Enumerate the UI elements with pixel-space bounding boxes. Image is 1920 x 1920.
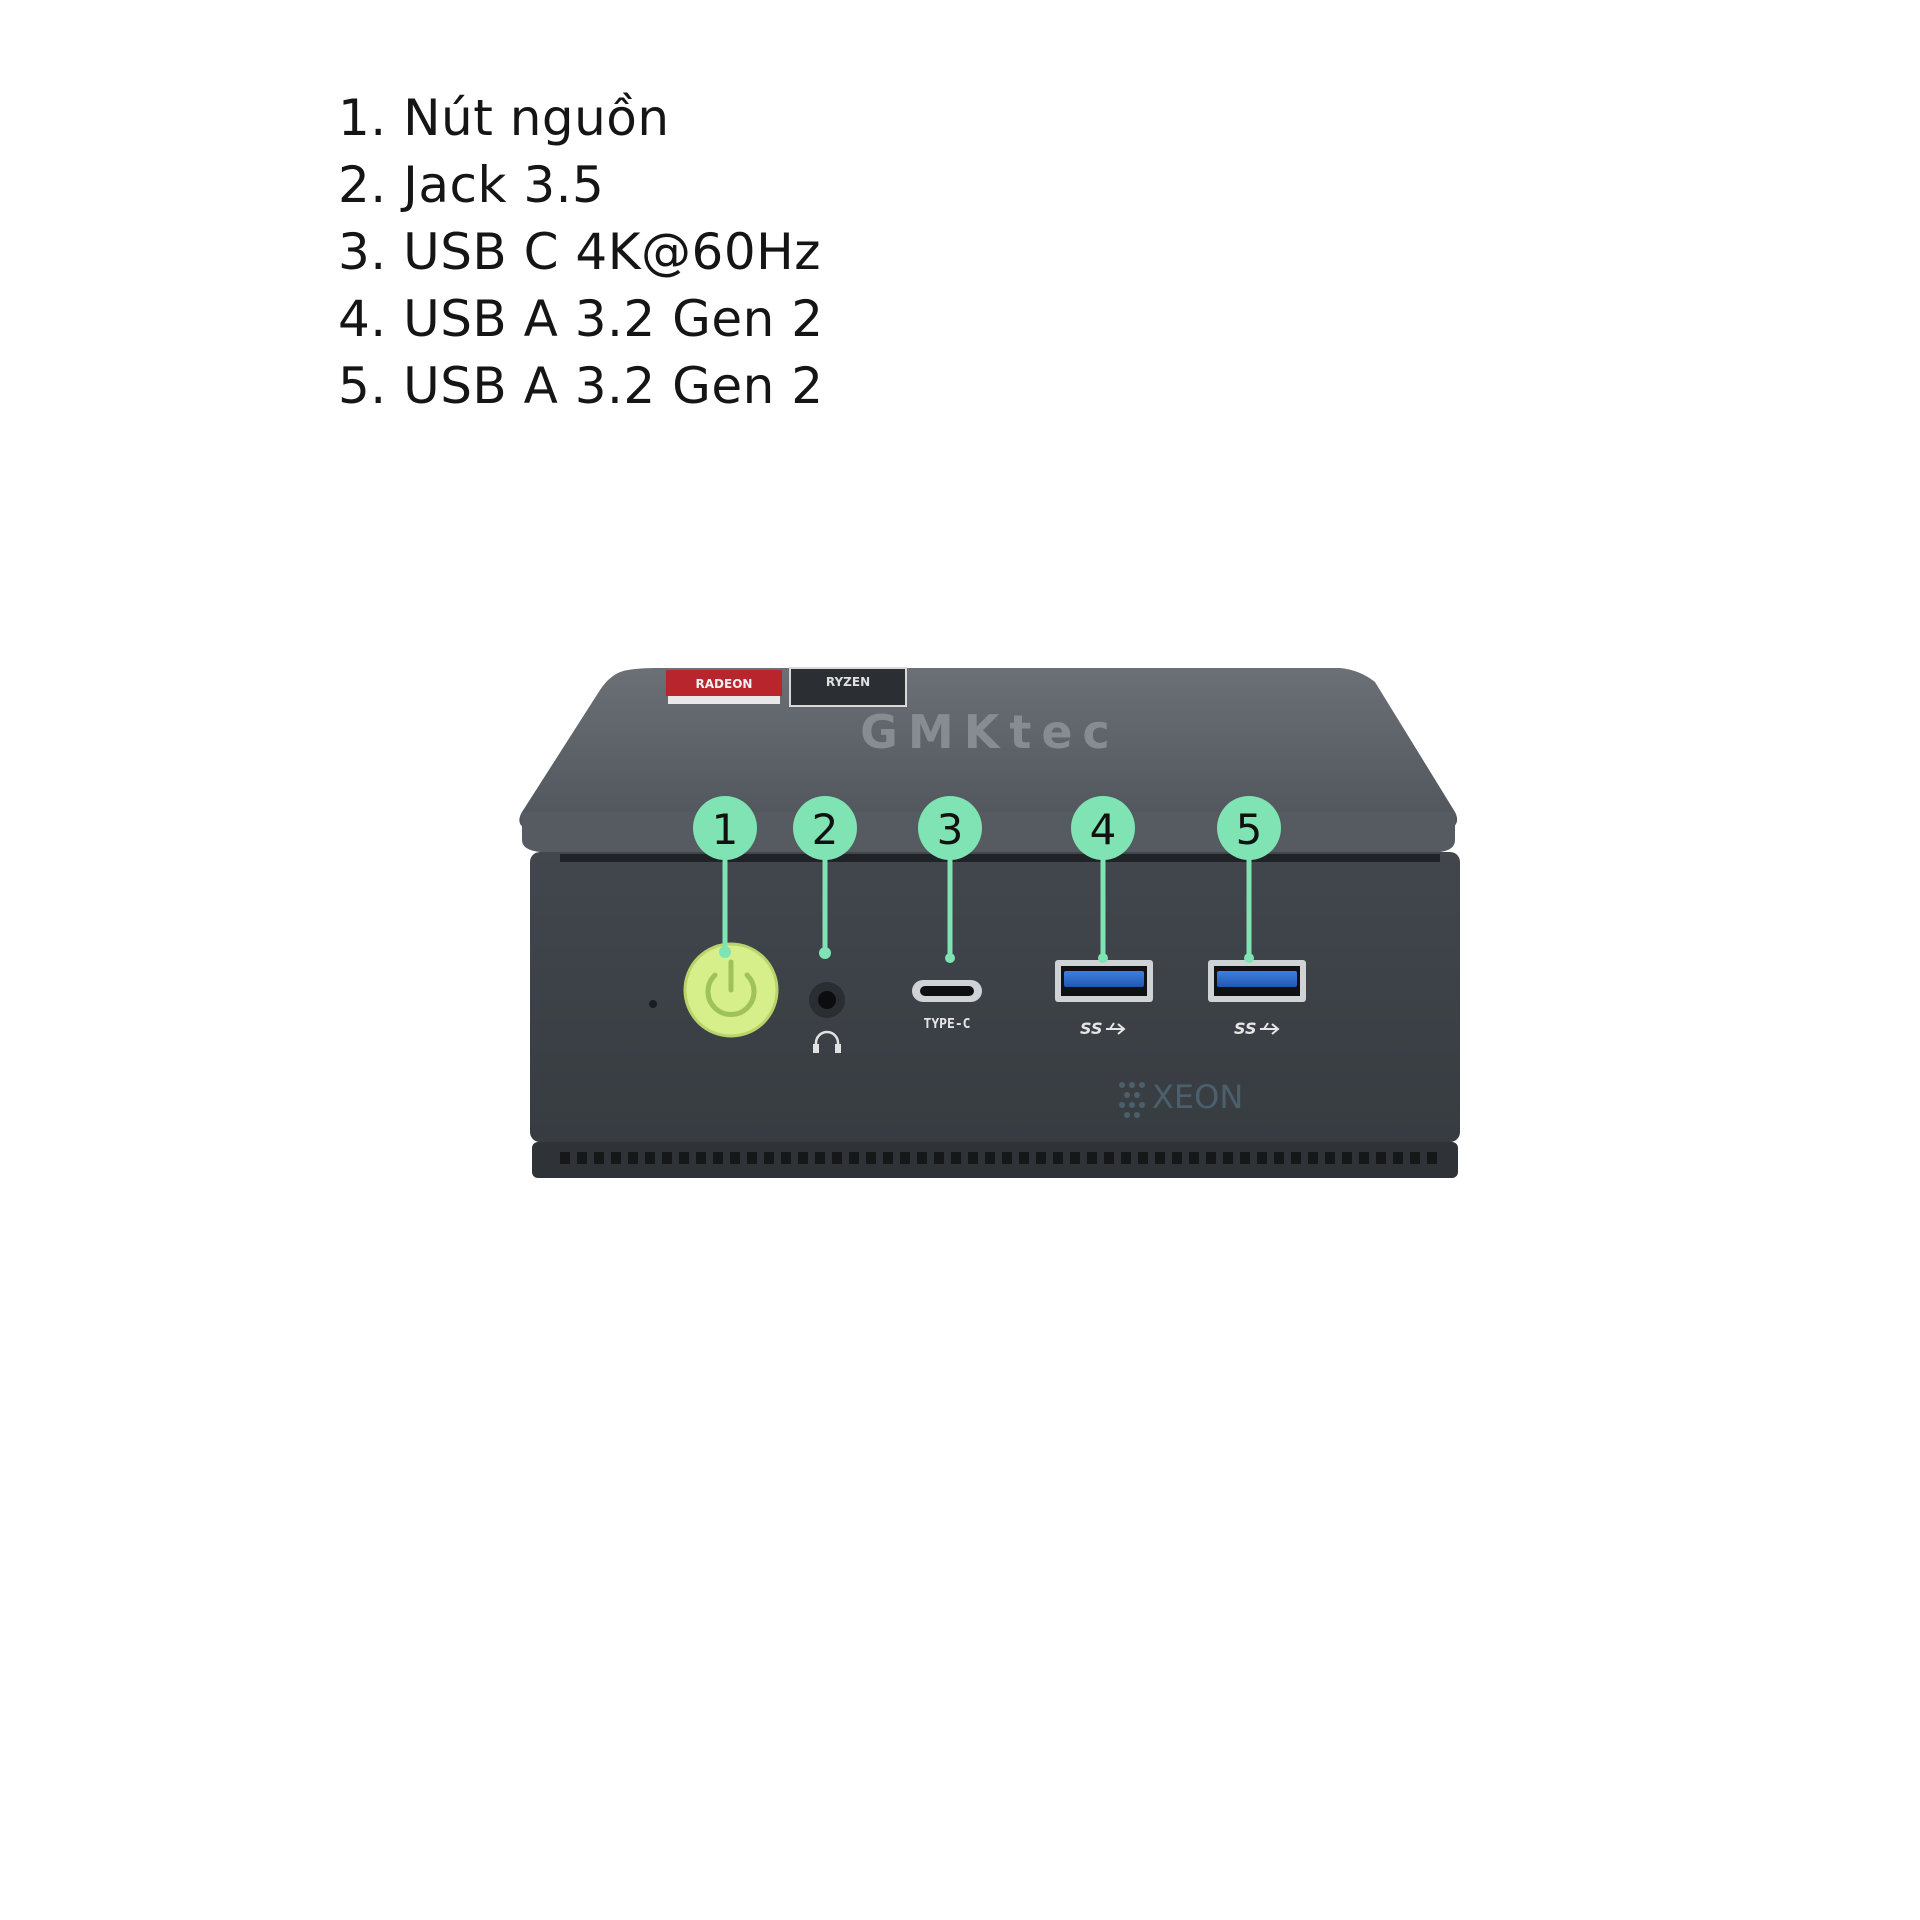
- vent-slot: [1206, 1152, 1216, 1164]
- vent-slot: [866, 1152, 876, 1164]
- vent-slot: [628, 1152, 638, 1164]
- device-top-lid: [519, 668, 1458, 852]
- legend-item-usb-a-1: 4. USB A 3.2 Gen 2: [338, 290, 824, 348]
- svg-text:SS: SS: [1080, 1019, 1102, 1038]
- vent-slot: [1019, 1152, 1029, 1164]
- vent-slot: [951, 1152, 961, 1164]
- callout-badge-2: 2: [793, 796, 857, 860]
- superspeed-icon-2: SS: [1234, 1019, 1280, 1038]
- svg-text:3: 3: [937, 805, 964, 854]
- xeon-watermark: XEON: [1119, 1078, 1243, 1118]
- callout-badge-5: 5: [1217, 796, 1281, 860]
- vent-slot: [1376, 1152, 1386, 1164]
- svg-text:2: 2: [812, 805, 839, 854]
- gmktec-logo: GMKtec: [860, 705, 1120, 759]
- audio-jack[interactable]: [809, 982, 845, 1018]
- vent-slot: [1427, 1152, 1437, 1164]
- vent-slot: [730, 1152, 740, 1164]
- svg-text:4: 4: [1090, 805, 1117, 854]
- callout-dot-1: [719, 946, 731, 958]
- vent-slot: [764, 1152, 774, 1164]
- vent-slot: [883, 1152, 893, 1164]
- callout-dot-2: [819, 947, 831, 959]
- legend-item-usb-a-2: 5. USB A 3.2 Gen 2: [338, 357, 824, 415]
- vent-slot: [1223, 1152, 1233, 1164]
- callout-badge-4: 4: [1071, 796, 1135, 860]
- vent-slot: [1393, 1152, 1403, 1164]
- vent-slot: [1070, 1152, 1080, 1164]
- top-vent-slots: [560, 854, 1440, 862]
- vent-slot: [1257, 1152, 1267, 1164]
- vent-slot: [934, 1152, 944, 1164]
- vent-slot: [594, 1152, 604, 1164]
- vent-slot: [1121, 1152, 1131, 1164]
- vent-slot: [713, 1152, 723, 1164]
- status-led: [649, 1000, 657, 1008]
- usb-c-port[interactable]: [912, 980, 982, 1002]
- usb-a-port-1[interactable]: [1055, 960, 1153, 1002]
- usb-a-port-2[interactable]: [1208, 960, 1306, 1002]
- vent-slot: [560, 1152, 570, 1164]
- processor-stickers: RADEON RYZEN: [666, 667, 907, 707]
- vent-slot: [1410, 1152, 1420, 1164]
- callout-dot-3: [945, 953, 955, 963]
- vent-slot: [1104, 1152, 1114, 1164]
- vent-slot: [611, 1152, 621, 1164]
- vent-slot: [645, 1152, 655, 1164]
- vent-slot: [679, 1152, 689, 1164]
- type-c-label: TYPE-C: [924, 1017, 971, 1032]
- vent-slot: [1274, 1152, 1284, 1164]
- vent-slot: [815, 1152, 825, 1164]
- vent-slot: [1308, 1152, 1318, 1164]
- bottom-vent-slots: [560, 1152, 1437, 1164]
- legend-item-audio-jack: 2. Jack 3.5: [338, 156, 605, 214]
- vent-slot: [1172, 1152, 1182, 1164]
- vent-slot: [1240, 1152, 1250, 1164]
- vent-slot: [577, 1152, 587, 1164]
- svg-text:XEON: XEON: [1152, 1078, 1243, 1116]
- vent-slot: [849, 1152, 859, 1164]
- svg-text:SS: SS: [1234, 1019, 1256, 1038]
- vent-slot: [798, 1152, 808, 1164]
- vent-slot: [900, 1152, 910, 1164]
- svg-text:5: 5: [1236, 805, 1263, 854]
- vent-slot: [1138, 1152, 1148, 1164]
- vent-slot: [1053, 1152, 1063, 1164]
- vent-slot: [832, 1152, 842, 1164]
- callout-badge-3: 3: [918, 796, 982, 860]
- port-legend: 1. Nút nguồn 2. Jack 3.5 3. USB C 4K@60H…: [338, 85, 824, 420]
- vent-slot: [1155, 1152, 1165, 1164]
- device-front-panel: [530, 852, 1460, 1178]
- callout-lines: [722, 855, 1252, 961]
- vent-slot: [1325, 1152, 1335, 1164]
- vent-slot: [917, 1152, 927, 1164]
- radeon-sticker-text: RADEON: [696, 677, 753, 691]
- svg-text:1: 1: [712, 805, 739, 854]
- headset-icon: [813, 1030, 841, 1053]
- callout-dot-4: [1098, 953, 1108, 963]
- vent-slot: [1359, 1152, 1369, 1164]
- vent-slot: [662, 1152, 672, 1164]
- vent-slot: [696, 1152, 706, 1164]
- power-icon: [705, 959, 757, 1018]
- vent-slot: [781, 1152, 791, 1164]
- legend-item-power: 1. Nút nguồn: [338, 89, 670, 147]
- power-button[interactable]: [683, 942, 779, 1038]
- vent-slot: [1036, 1152, 1046, 1164]
- vent-slot: [1189, 1152, 1199, 1164]
- legend-item-usb-c: 3. USB C 4K@60Hz: [338, 223, 821, 281]
- vent-slot: [985, 1152, 995, 1164]
- superspeed-icon-1: SS: [1080, 1019, 1126, 1038]
- callout-badge-1: 1: [693, 796, 757, 860]
- vent-slot: [1087, 1152, 1097, 1164]
- vent-slot: [1342, 1152, 1352, 1164]
- callout-dot-5: [1244, 953, 1254, 963]
- vent-slot: [1002, 1152, 1012, 1164]
- ryzen-sticker-text: RYZEN: [826, 675, 870, 689]
- vent-slot: [1291, 1152, 1301, 1164]
- vent-slot: [968, 1152, 978, 1164]
- vent-slot: [747, 1152, 757, 1164]
